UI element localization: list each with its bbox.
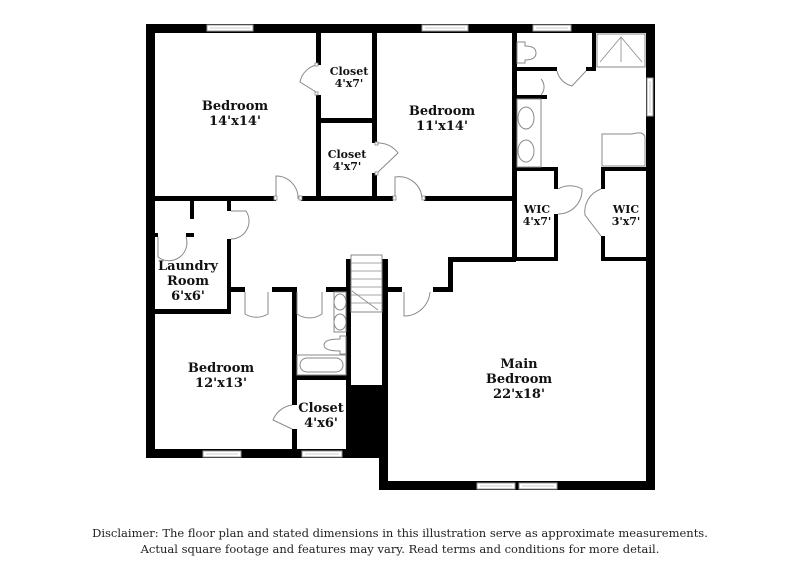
interior-walls (146, 33, 646, 458)
room-label-closet-s: Closet 4'x6' (298, 401, 344, 431)
disclaimer-line-2: Actual square footage and features may v… (140, 542, 660, 556)
room-dimensions: 4'x6' (304, 416, 338, 431)
room-name: Closet (298, 401, 344, 416)
room-dimensions: 6'x6' (171, 289, 205, 304)
doors (157, 62, 602, 430)
room-name-line2: Bedroom (485, 372, 553, 387)
room-label-bedroom-n: Bedroom 11'x14' (409, 104, 475, 134)
room-dimensions: 12'x13' (195, 376, 247, 391)
room-name: WIC (612, 203, 640, 216)
room-name: Bedroom (187, 361, 255, 376)
room-name-line1: Main (500, 357, 538, 372)
room-dimensions: 4'x7' (522, 215, 552, 228)
room-label-main-bedroom: Main Bedroom 22'x18' (486, 357, 552, 402)
room-dimensions: 11'x14' (416, 119, 468, 134)
room-name: Bedroom (408, 104, 476, 119)
room-dimensions: 22'x18' (493, 387, 545, 402)
room-dimensions: 4'x7' (334, 77, 364, 90)
room-label-wic-2: WIC 3'x7' (612, 204, 641, 228)
room-name-line1: Laundry (158, 259, 218, 274)
room-label-laundry: Laundry Room 6'x6' (158, 259, 218, 304)
room-name: Closet (327, 148, 367, 161)
room-dimensions: 14'x14' (209, 114, 261, 129)
room-label-closet-n2: Closet 4'x7' (328, 149, 367, 173)
room-name: Bedroom (201, 99, 269, 114)
room-name: WIC (523, 203, 551, 216)
room-label-wic-1: WIC 4'x7' (523, 204, 552, 228)
disclaimer: Disclaimer: The floor plan and stated di… (0, 525, 800, 557)
room-name: Closet (329, 65, 369, 78)
room-dimensions: 3'x7' (611, 215, 641, 228)
room-label-bedroom-nw: Bedroom 14'x14' (202, 99, 268, 129)
room-name-line2: Room (167, 274, 209, 289)
windows (202, 24, 654, 490)
room-label-bedroom-sw: Bedroom 12'x13' (188, 361, 254, 391)
exterior-walls (146, 24, 655, 490)
room-dimensions: 4'x7' (332, 160, 362, 173)
room-label-closet-n1: Closet 4'x7' (330, 66, 369, 90)
bath-fixtures (296, 33, 646, 376)
disclaimer-line-1: Disclaimer: The floor plan and stated di… (92, 526, 708, 540)
